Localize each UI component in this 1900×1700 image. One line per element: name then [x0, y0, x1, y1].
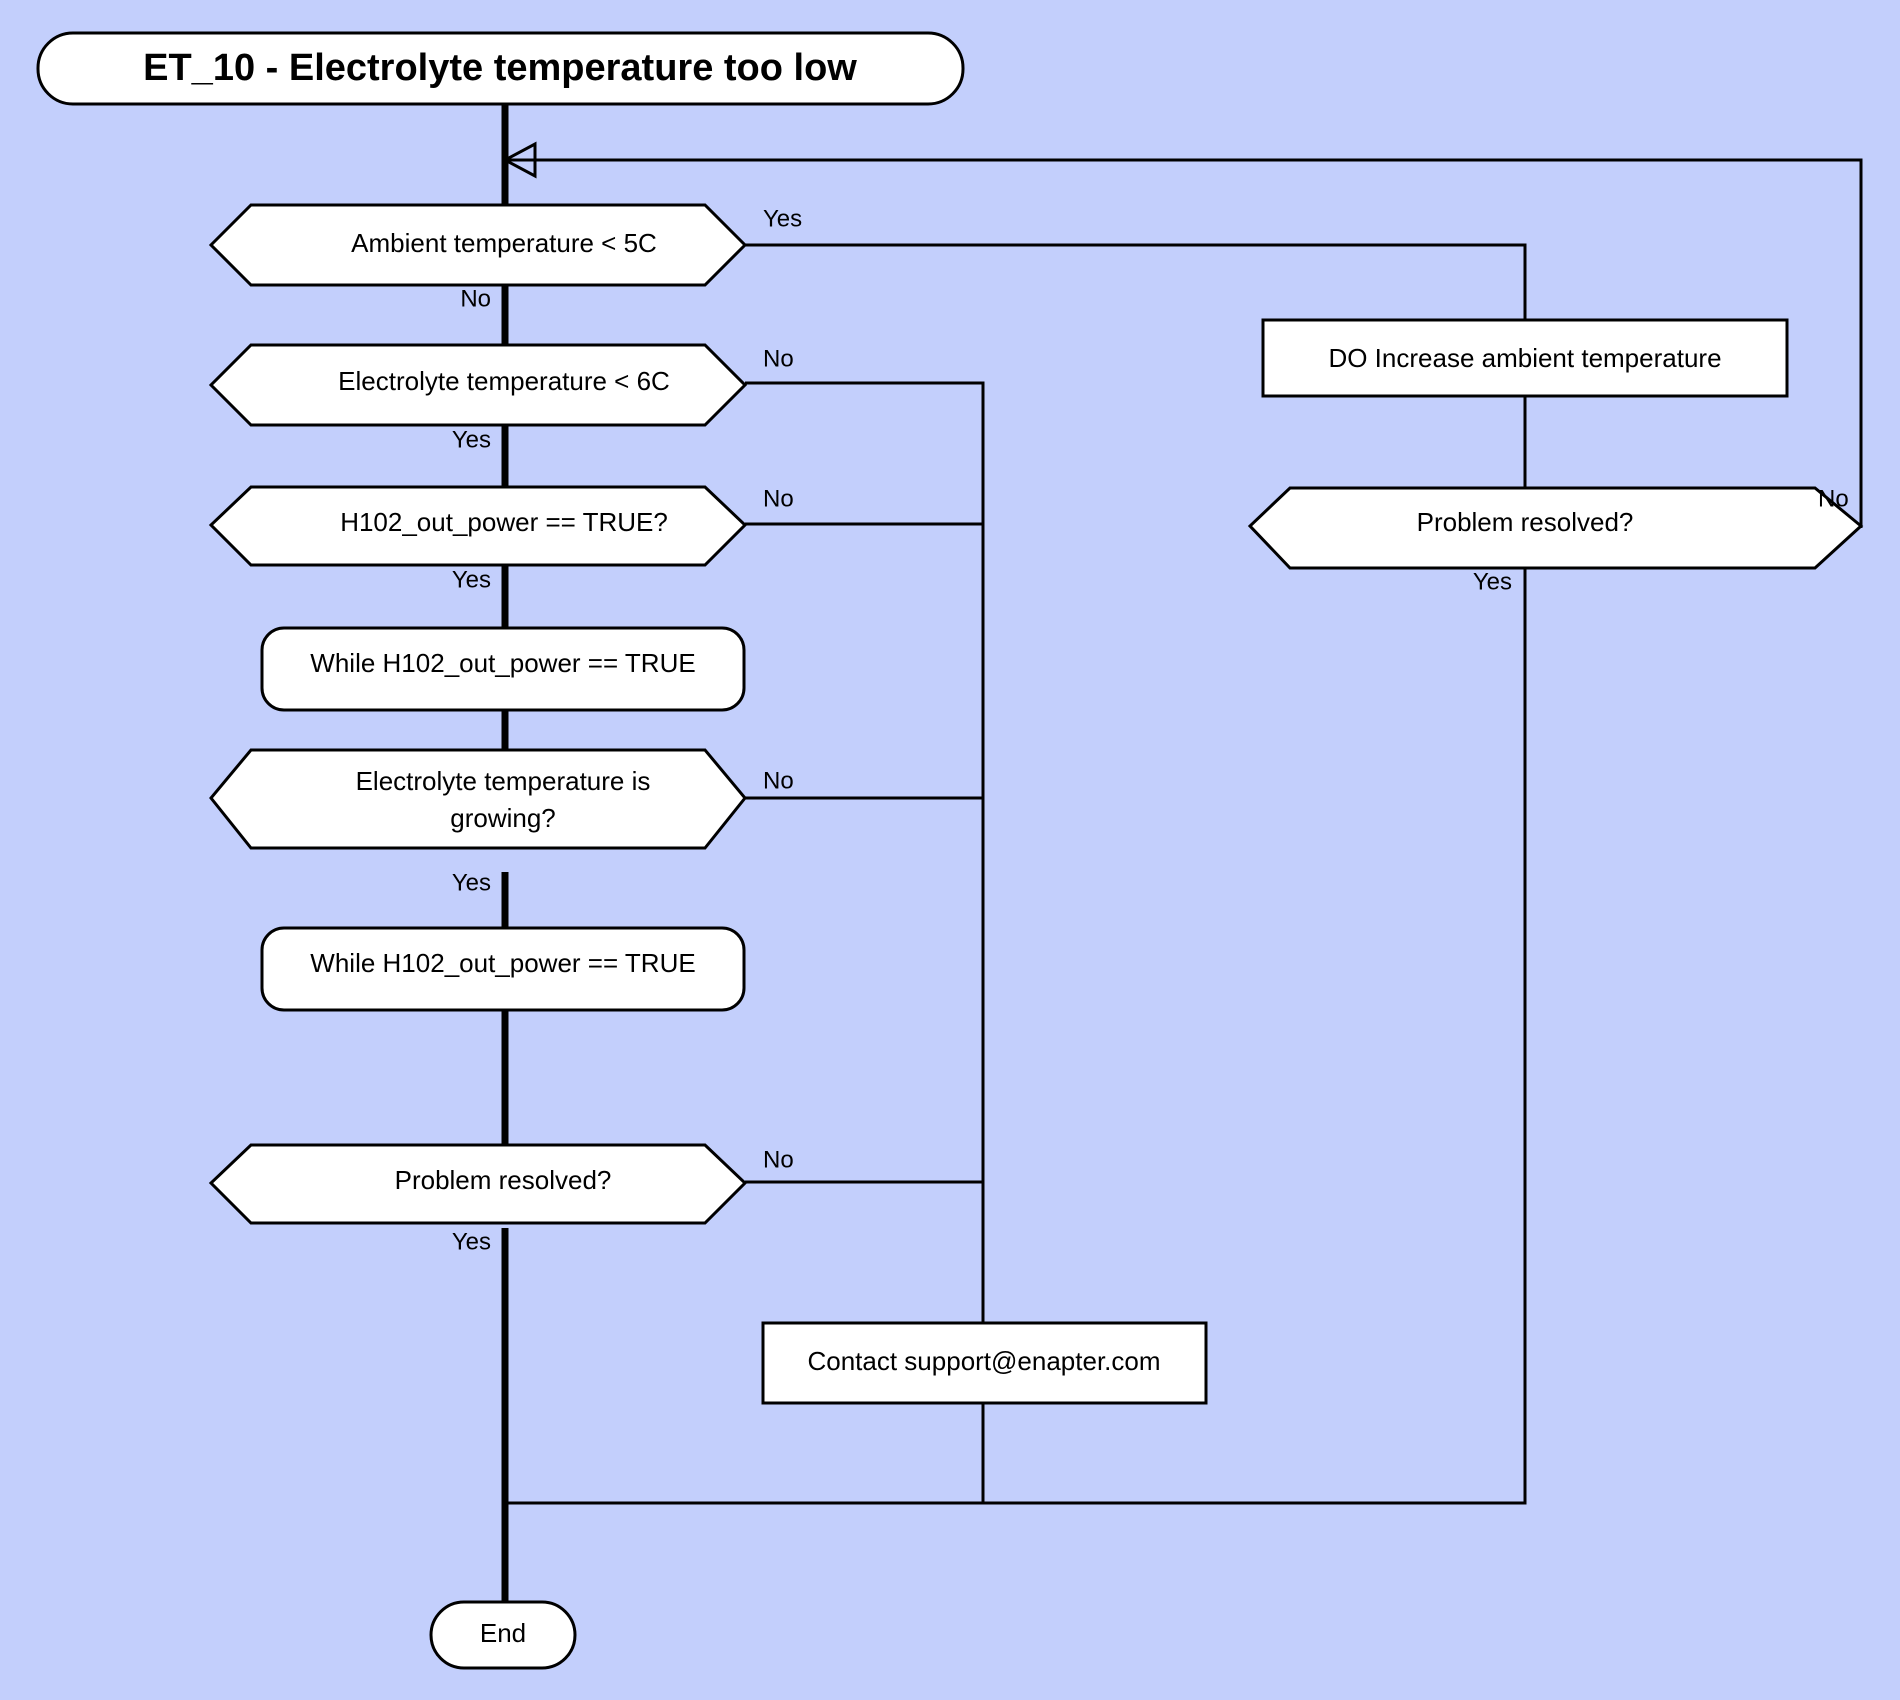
edge-label-growing-no: No	[763, 767, 794, 794]
edge-label-resolved-right-no: No	[1818, 485, 1849, 512]
edge-label-resolved-left-yes: Yes	[452, 1228, 491, 1255]
node-growing-shape	[209, 748, 747, 850]
node-end[interactable]: End	[429, 1600, 577, 1670]
node-do-increase-shape	[1261, 318, 1789, 398]
edge-resolved-right-no-loopback	[505, 158, 1863, 528]
node-do-increase-ambient-temperature[interactable]: DO Increase ambient temperature	[1261, 318, 1789, 398]
node-resolved-right-shape	[1247, 486, 1864, 570]
node-while2-label: While H102_out_power == TRUE	[310, 948, 695, 978]
edge-label-ambient-yes: Yes	[763, 205, 802, 232]
node-h102-label: H102_out_power == TRUE?	[340, 507, 668, 537]
node-while2-shape	[260, 926, 746, 1012]
edge-resolved-right-yes-to-bottom	[505, 568, 1527, 1505]
node-h102-out-power-decision[interactable]: H102_out_power == TRUE?	[208, 485, 748, 567]
edges	[501, 104, 1863, 1603]
edge-label-h102-yes: Yes	[452, 566, 491, 593]
edge-label-electrolyte-no: No	[763, 345, 794, 372]
node-problem-resolved-right-decision[interactable]: Problem resolved?	[1247, 486, 1864, 570]
node-start[interactable]: ET_10 - Electrolyte temperature too low	[36, 31, 965, 106]
node-problem-resolved-left-decision[interactable]: Problem resolved?	[208, 1143, 748, 1225]
node-contact-shape	[761, 1321, 1208, 1405]
edge-label-resolved-left-no: No	[763, 1146, 794, 1173]
node-growing-label-line1: Electrolyte temperature is	[356, 766, 651, 796]
loopback-arrowhead-icon	[501, 141, 537, 179]
edge-label-resolved-right-yes: Yes	[1473, 568, 1512, 595]
node-resolved-left-shape	[208, 1143, 748, 1225]
node-electrolyte-growing-decision[interactable]: Electrolyte temperature is growing?	[209, 748, 747, 850]
edge-electrolyte-no-to-collector	[745, 381, 985, 1503]
edge-labels: Yes No No Yes No Yes No Yes No Yes No Ye…	[452, 205, 1849, 1255]
node-start-shape	[36, 31, 965, 106]
edge-label-ambient-no: No	[460, 285, 491, 312]
node-contact-support[interactable]: Contact support@enapter.com	[761, 1321, 1208, 1405]
node-ambient-temperature-decision[interactable]: Ambient temperature < 5C	[208, 203, 748, 287]
node-start-label: ET_10 - Electrolyte temperature too low	[143, 47, 857, 89]
edge-label-electrolyte-yes: Yes	[452, 426, 491, 453]
node-growing-label-line2: growing?	[450, 803, 556, 833]
edge-label-h102-no: No	[763, 485, 794, 512]
node-while-h102-loop-1[interactable]: While H102_out_power == TRUE	[260, 626, 746, 712]
node-electrolyte-temperature-decision[interactable]: Electrolyte temperature < 6C	[208, 343, 748, 427]
node-while1-label: While H102_out_power == TRUE	[310, 648, 695, 678]
node-end-shape	[429, 1600, 577, 1670]
node-ambient-shape	[208, 203, 748, 287]
edge-label-growing-yes: Yes	[452, 869, 491, 896]
node-electrolyte-shape	[208, 343, 748, 427]
node-ambient-label: Ambient temperature < 5C	[351, 228, 657, 258]
node-while1-shape	[260, 626, 746, 712]
node-electrolyte-label: Electrolyte temperature < 6C	[338, 366, 670, 396]
node-resolved-left-label: Problem resolved?	[395, 1165, 612, 1195]
edge-ambient-yes-to-do-increase	[745, 243, 1527, 322]
node-do-increase-label: DO Increase ambient temperature	[1328, 343, 1721, 373]
node-contact-label: Contact support@enapter.com	[807, 1346, 1160, 1376]
node-end-label: End	[480, 1618, 526, 1648]
node-h102-shape	[208, 485, 748, 567]
node-while-h102-loop-2[interactable]: While H102_out_power == TRUE	[260, 926, 746, 1012]
node-resolved-right-label: Problem resolved?	[1417, 507, 1634, 537]
